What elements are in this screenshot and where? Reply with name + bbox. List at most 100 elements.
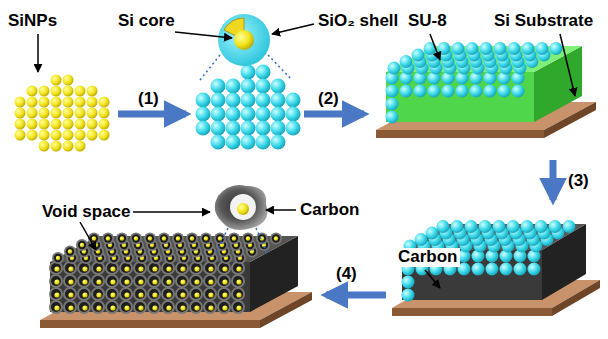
si-core-dot xyxy=(194,279,199,284)
si-core-dot xyxy=(82,292,87,297)
void-ring xyxy=(200,233,212,245)
void-space xyxy=(135,302,145,312)
si-particle xyxy=(39,97,50,108)
si-particle xyxy=(75,86,86,97)
void-space xyxy=(258,234,266,242)
si-particle xyxy=(15,108,26,119)
si-core-dot xyxy=(138,292,143,297)
embedded-particle xyxy=(466,42,479,55)
si-particle xyxy=(87,97,98,108)
embedded-particle xyxy=(456,85,469,98)
si-particle xyxy=(75,119,86,130)
void-space xyxy=(163,289,173,299)
void-ring xyxy=(217,274,231,288)
core-shell-particle xyxy=(256,121,271,136)
void-ring xyxy=(147,300,161,314)
void-space xyxy=(51,289,61,299)
embedded-particle xyxy=(415,233,428,246)
si-core-dot xyxy=(68,249,72,253)
embedded-particle xyxy=(536,42,549,55)
part-label: SU-8 xyxy=(408,12,447,31)
void-ring xyxy=(175,300,189,314)
void-ring xyxy=(133,274,147,288)
si-core-dot xyxy=(120,236,124,240)
embedded-particle xyxy=(428,85,441,98)
void-space xyxy=(107,302,117,312)
si-particle xyxy=(99,130,110,141)
core-shell-particle xyxy=(226,93,241,108)
void-ring xyxy=(161,274,175,288)
void-space xyxy=(205,276,215,286)
void-space xyxy=(79,289,89,299)
void-space xyxy=(230,234,238,242)
si-particle xyxy=(63,97,74,108)
embedded-particle xyxy=(414,85,427,98)
void-space xyxy=(135,276,145,286)
core-shell-particle xyxy=(196,107,211,122)
void-space xyxy=(65,276,75,286)
void-ring xyxy=(105,300,119,314)
void-space xyxy=(219,302,229,312)
si-core-dot xyxy=(236,266,241,271)
embedded-particle xyxy=(400,55,413,68)
embedded-particle xyxy=(386,111,399,124)
si-particle xyxy=(75,108,86,119)
core-shell-particle xyxy=(271,93,286,108)
void-space xyxy=(177,302,187,312)
void-space xyxy=(272,234,280,242)
si-core-dot xyxy=(110,279,115,284)
core-shell-particle xyxy=(256,79,271,94)
void-ring xyxy=(147,287,161,301)
embedded-particle xyxy=(484,85,497,98)
si-particle xyxy=(63,130,74,141)
void-ring xyxy=(91,300,105,314)
si-core-dot xyxy=(180,279,185,284)
embedded-particle xyxy=(508,42,521,55)
si-core-dot xyxy=(152,279,157,284)
embedded-particle xyxy=(507,220,520,233)
si-particle xyxy=(51,108,62,119)
si-core-dot xyxy=(152,292,157,297)
si-core-dot xyxy=(106,236,110,240)
core-shell-particle xyxy=(196,93,211,108)
si-core-dot xyxy=(96,292,101,297)
part-label: Carbon xyxy=(298,201,362,220)
embedded-particle xyxy=(452,42,465,55)
void-space xyxy=(205,302,215,312)
void-space xyxy=(107,263,117,273)
void-ring xyxy=(189,274,203,288)
void-space xyxy=(93,276,103,286)
part-label: Si Substrate xyxy=(494,12,593,31)
void-space xyxy=(65,302,75,312)
si-particle xyxy=(63,141,74,152)
void-ring xyxy=(231,287,245,301)
void-space xyxy=(205,289,215,299)
embedded-particle xyxy=(412,49,425,62)
void-space xyxy=(107,289,117,299)
core-shell-particle xyxy=(211,107,226,122)
si-core-dot xyxy=(222,305,227,310)
void-space xyxy=(202,234,210,242)
si-core-dot xyxy=(180,292,185,297)
void-ring xyxy=(161,300,175,314)
core-shell-particle xyxy=(271,79,286,94)
step-number: (3) xyxy=(568,172,589,191)
si-particle xyxy=(75,141,86,152)
si-core-dot xyxy=(92,236,96,240)
void-ring xyxy=(189,287,203,301)
void-space xyxy=(121,263,131,273)
core-shell-particle xyxy=(271,121,286,136)
void-space xyxy=(132,234,140,242)
part-label: SiO₂ shell xyxy=(318,12,398,31)
core-shell-particle xyxy=(256,93,271,108)
si-particle xyxy=(27,130,38,141)
void-space xyxy=(79,302,89,312)
void-ring xyxy=(214,233,226,245)
film-front xyxy=(50,262,250,312)
void-space xyxy=(244,234,252,242)
void-ring xyxy=(76,239,88,251)
void-space xyxy=(65,263,75,273)
si-core-dot xyxy=(194,292,199,297)
si-particle xyxy=(75,130,86,141)
